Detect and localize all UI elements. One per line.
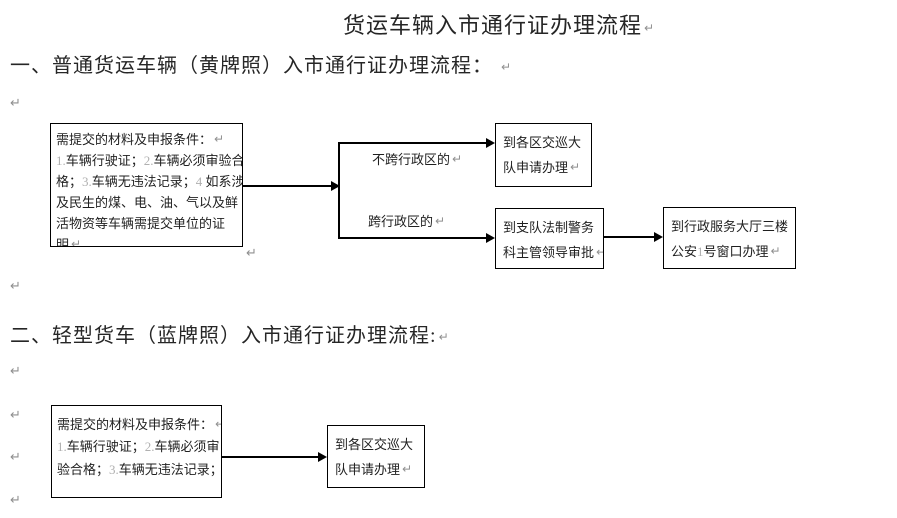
box-text-line: 1.车辆行驶证；2.车辆必须审 xyxy=(57,439,220,454)
section1-heading: 一、普通货运车辆（黄牌照）入市通行证办理流程： ↵ xyxy=(10,49,512,78)
flow-line xyxy=(604,236,654,238)
flow-line xyxy=(338,142,486,144)
box-text-line: 队申请办理↵ xyxy=(335,462,413,477)
service-hall-box: 到行政服务大厅三楼公安1号窗口办理↵ xyxy=(663,207,796,269)
branch-label-text: 跨行政区的 xyxy=(368,214,434,229)
box-text-line: 1.车辆行驶证；2.车辆必须审验合 xyxy=(56,153,243,168)
box-text-line: 格；3.车辆无违法记录；4 如系涉 xyxy=(56,174,243,189)
paragraph-mark: ↵ xyxy=(214,132,225,146)
paragraph-mark: ↵ xyxy=(246,246,257,261)
box-text-line: 需提交的材料及申报条件：↵ xyxy=(57,413,221,436)
box-text-line: 明↵ xyxy=(56,234,240,247)
paragraph-mark: ↵ xyxy=(596,245,603,259)
flow-line xyxy=(243,185,331,187)
section1-heading-text: 一、普通货运车辆（黄牌照）入市通行证办理流程： xyxy=(10,55,493,77)
box-text-line: 公安1号窗口办理↵ xyxy=(671,244,781,259)
paragraph-mark: ↵ xyxy=(10,279,21,294)
section2-heading-text: 二、轻型货车（蓝牌照）入市通行证办理流程: xyxy=(10,325,437,347)
paragraph-mark: ↵ xyxy=(10,96,21,111)
flow-line xyxy=(338,142,340,239)
arrowhead-icon xyxy=(486,138,495,148)
arrowhead-icon xyxy=(486,233,495,243)
arrowhead-icon xyxy=(331,181,340,191)
paragraph-mark: ↵ xyxy=(10,364,21,379)
page-title: 货运车辆入市通行证办理流程↵ xyxy=(343,8,655,40)
box-text-line: 到行政服务大厅三楼 xyxy=(671,219,789,234)
requirements-box-1: 需提交的材料及申报条件：↵ 1.车辆行驶证；2.车辆必须审验合格；3.车辆无违法记… xyxy=(50,123,243,247)
branch-label-text: 不跨行政区的 xyxy=(372,152,451,167)
paragraph-mark: ↵ xyxy=(71,237,82,247)
flow-line xyxy=(222,456,318,458)
arrowhead-icon xyxy=(654,232,663,242)
paragraph-mark: ↵ xyxy=(644,21,656,35)
flow-line xyxy=(338,237,486,239)
box-text-line: 验合格；3.车辆无违法记录；↵ xyxy=(57,462,222,477)
paragraph-mark: ↵ xyxy=(10,408,21,423)
paragraph-mark: ↵ xyxy=(435,214,446,228)
box-text-line: 到支队法制警务 xyxy=(503,220,595,235)
box-text-line: 科主管领导审批↵ xyxy=(503,240,603,265)
page-title-text: 货运车辆入市通行证办理流程 xyxy=(343,13,643,38)
box-text-line: 活物资等车辆需提交单位的证 xyxy=(56,216,226,231)
arrowhead-icon xyxy=(318,452,327,462)
box-text-line: 队申请办理↵ xyxy=(503,160,581,175)
district-team-box-1: 到各区交巡大队申请办理↵ xyxy=(495,123,592,187)
box-text-line: 到各区交巡大 xyxy=(503,135,582,150)
box-text-line: 需提交的材料及申报条件：↵ xyxy=(56,132,225,147)
paragraph-mark: ↵ xyxy=(10,493,21,508)
branch-label-cross-district: 跨行政区的↵ xyxy=(368,211,445,230)
paragraph-mark: ↵ xyxy=(570,160,581,174)
box-text-line: 到各区交巡大 xyxy=(335,437,414,452)
paragraph-mark: ↵ xyxy=(10,450,21,465)
paragraph-mark: ↵ xyxy=(215,417,221,431)
paragraph-mark: ↵ xyxy=(452,152,463,166)
paragraph-mark: ↵ xyxy=(438,330,450,344)
requirements-box-2: 需提交的材料及申报条件：↵ 1.车辆行驶证；2.车辆必须审验合格；3.车辆无违法记… xyxy=(51,405,222,498)
branch-label-no-cross-district: 不跨行政区的↵ xyxy=(372,149,462,168)
district-team-box-2: 到各区交巡大队申请办理↵ xyxy=(327,425,425,488)
paragraph-mark: ↵ xyxy=(770,244,781,258)
box-text-line: 及民生的煤、电、油、气以及鲜 xyxy=(56,195,239,210)
paragraph-mark: ↵ xyxy=(402,462,413,476)
section2-heading: 二、轻型货车（蓝牌照）入市通行证办理流程:↵ xyxy=(10,319,450,348)
paragraph-mark: ↵ xyxy=(501,60,513,74)
